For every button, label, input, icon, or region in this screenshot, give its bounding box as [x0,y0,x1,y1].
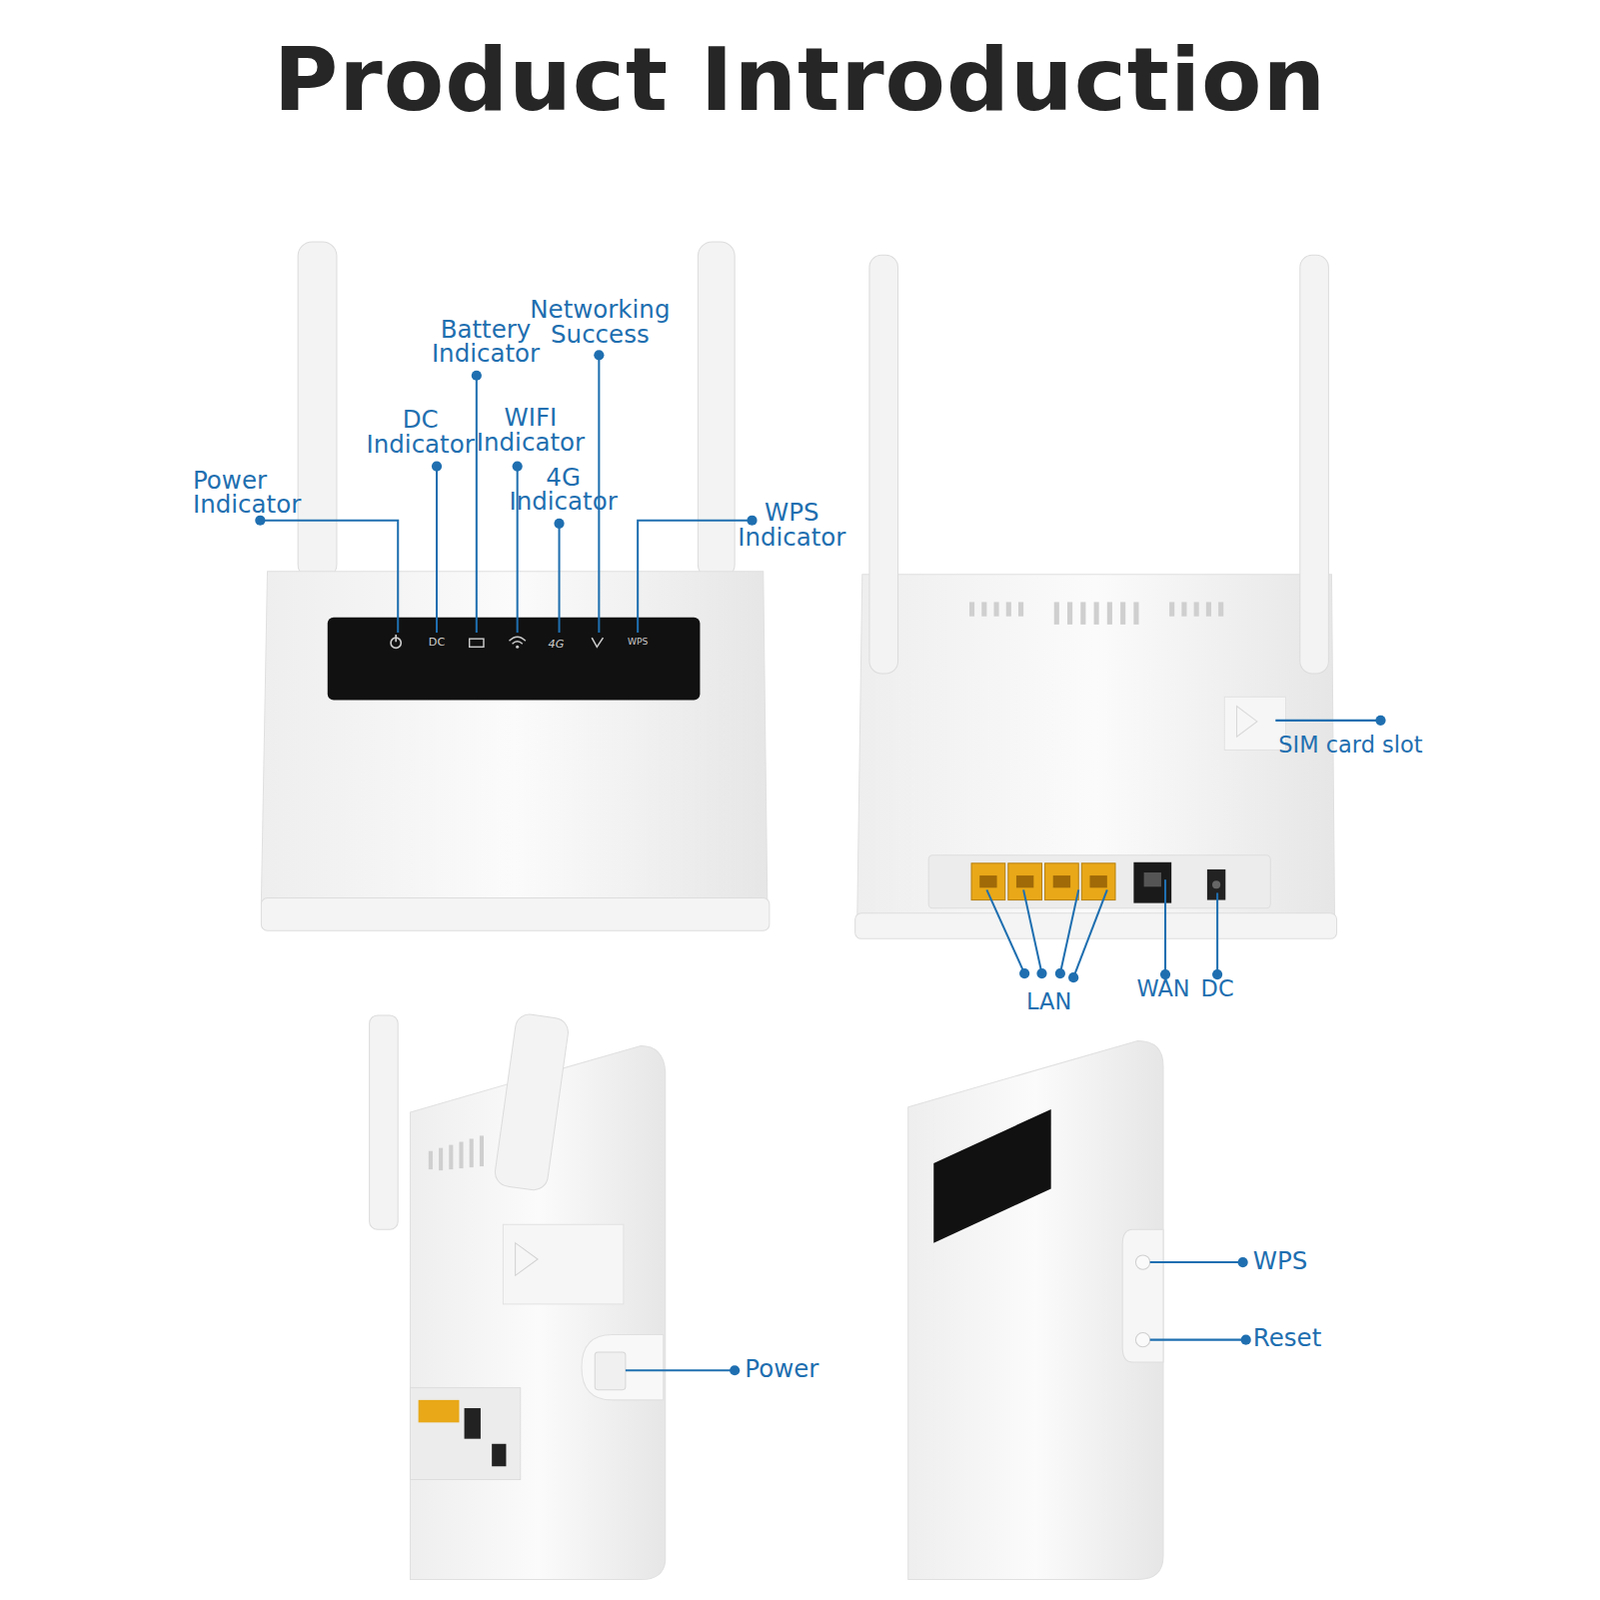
leader-dots [254,349,757,529]
panel-text: DC [421,636,453,648]
callout-label: WAN [1132,977,1194,1000]
side-router-left [369,1012,741,1580]
callout-label: SIM card slot [1278,733,1442,756]
callout-label: Networking Success [523,297,677,347]
front-router: 4G [260,241,769,931]
side-router-right [908,1040,1252,1580]
callout-label: WIFI Indicator [474,405,587,455]
callout-label: DC Indicator [364,407,477,457]
callout-label: Power [744,1357,837,1383]
panel-text: WPS [620,636,656,646]
callout-label: WPS Indicator [734,500,849,550]
callout-label: LAN [1013,990,1085,1013]
leader-lines [259,354,752,633]
callout-label: Reset [1253,1326,1346,1352]
callout-label: Power Indicator [192,468,307,518]
back-leader-lines [986,720,1381,978]
svg-text:4G: 4G [548,637,565,651]
callout-label: Battery Indicator [424,317,548,367]
callout-label: 4G Indicator [506,465,619,515]
callout-label: DC [1192,977,1244,1000]
page-title: Product Introduction [0,27,1600,131]
back-router [855,254,1338,939]
callout-label: WPS [1253,1249,1336,1275]
